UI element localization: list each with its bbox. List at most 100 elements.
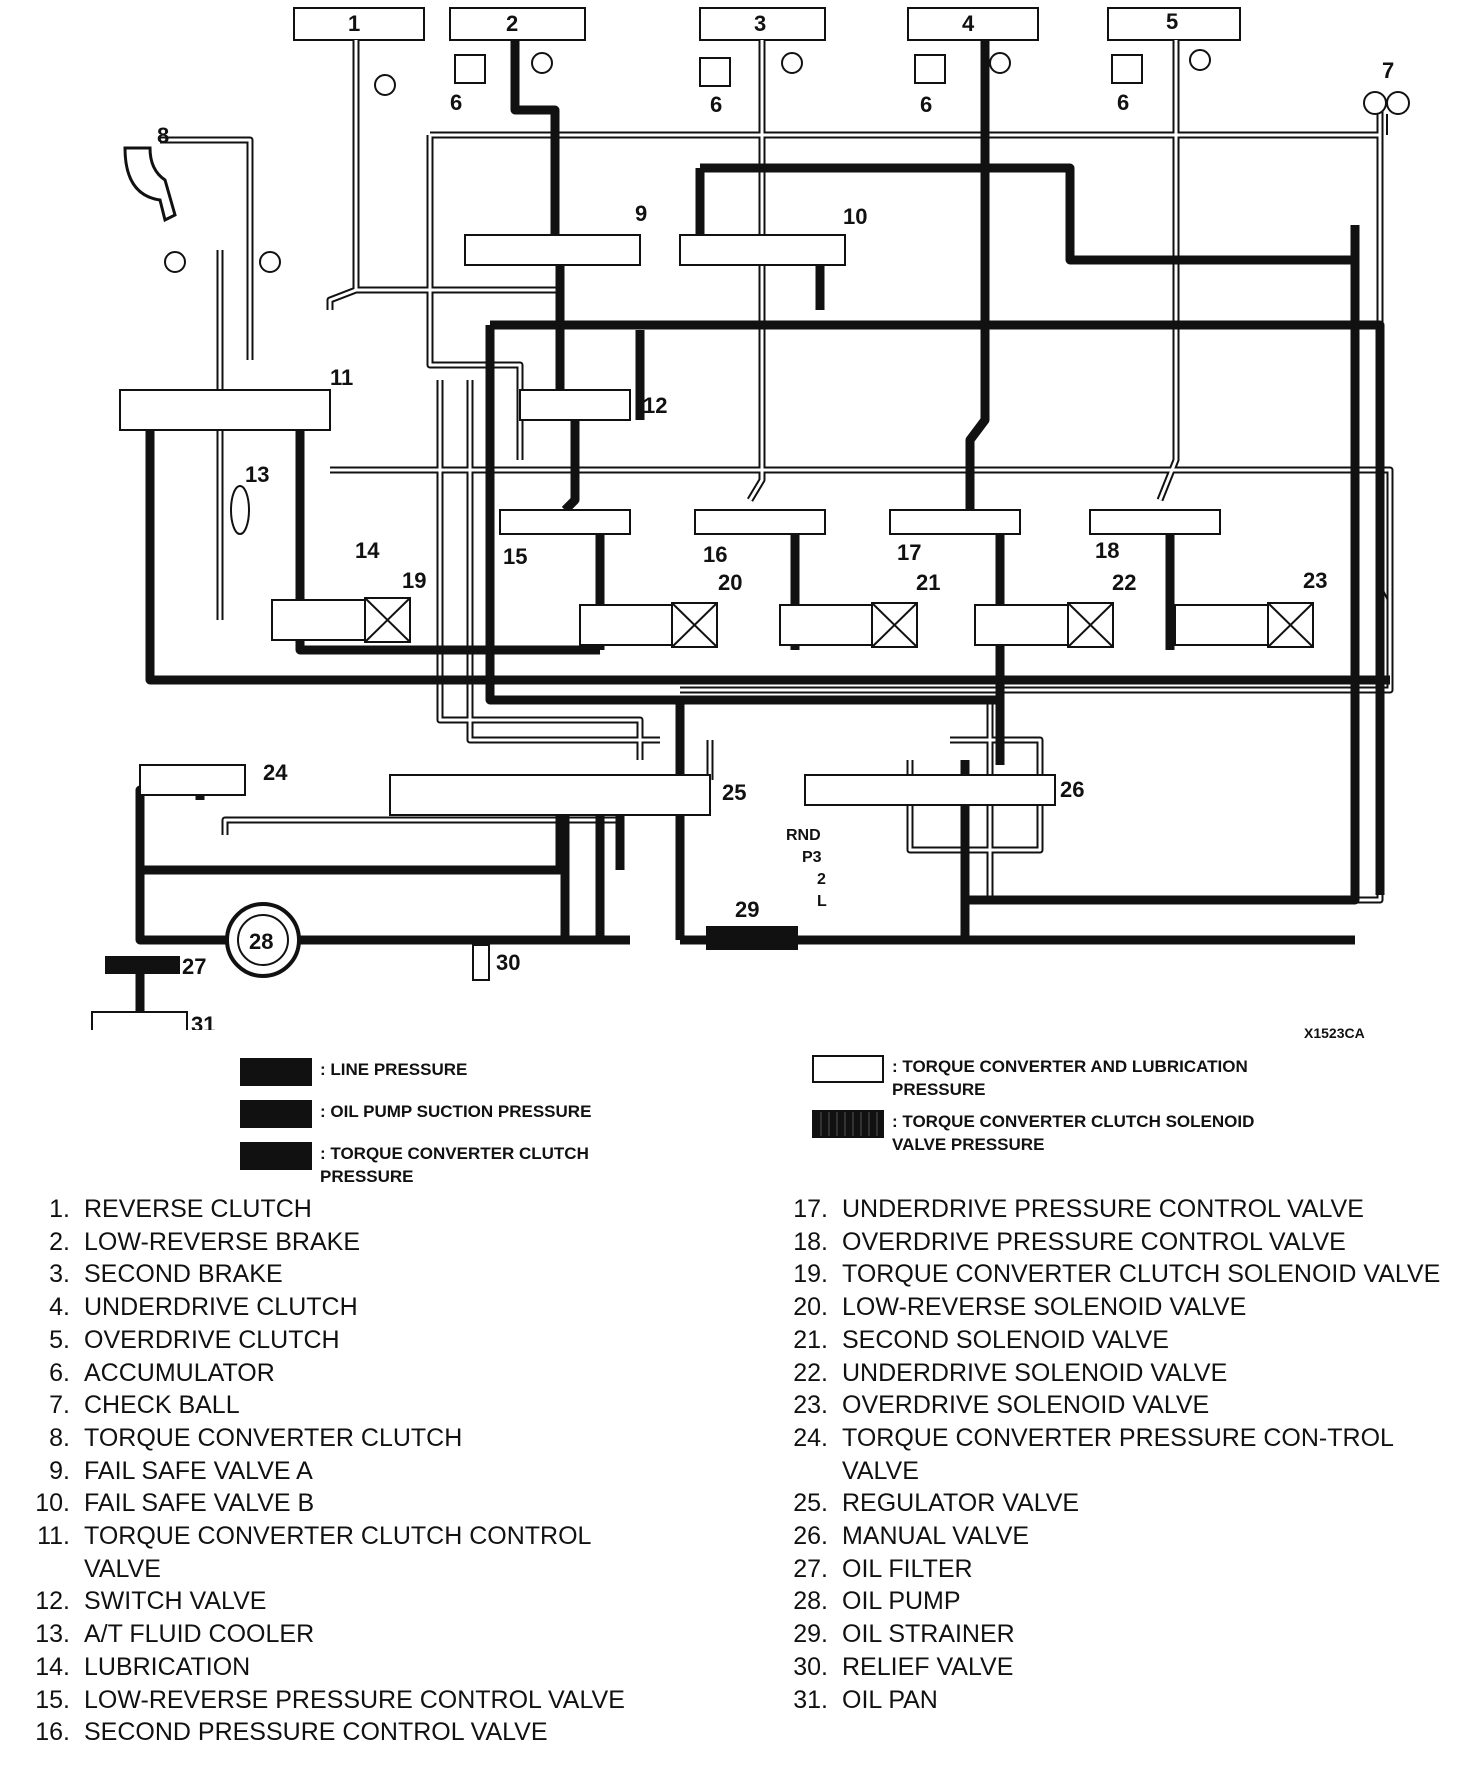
callout-24: 24 bbox=[263, 760, 288, 785]
legend-tc-lubrication: : TORQUE CONVERTER AND LUBRICATION PRESS… bbox=[812, 1055, 1312, 1101]
oil-filter bbox=[105, 956, 180, 974]
box-3-label: 3 bbox=[754, 11, 766, 36]
callout-9: 9 bbox=[635, 201, 647, 226]
box-1-label: 1 bbox=[348, 11, 360, 36]
callout-numbers: 6 6 6 6 7 8 9 10 11 12 13 14 15 16 17 18… bbox=[157, 58, 1394, 1030]
legend-label: : TORQUE CONVERTER CLUTCH SOLENOID VALVE… bbox=[892, 1112, 1255, 1154]
legend-oil-pump-suction: : OIL PUMP SUCTION PRESSURE bbox=[240, 1100, 591, 1128]
range-rnd: RND bbox=[786, 827, 821, 844]
legend-label: : OIL PUMP SUCTION PRESSURE bbox=[320, 1102, 592, 1121]
callout-28: 28 bbox=[249, 929, 273, 954]
callout-6c: 6 bbox=[920, 92, 932, 117]
callout-22: 22 bbox=[1112, 570, 1136, 595]
key-item: 27.OIL FILTER bbox=[793, 1554, 973, 1583]
key-item: 7.CHECK BALL bbox=[49, 1391, 240, 1420]
key-item: 22.UNDERDRIVE SOLENOID VALVE bbox=[793, 1358, 1228, 1387]
legend-swatch bbox=[240, 1100, 312, 1128]
range-markings: RND P3 2 L bbox=[786, 827, 827, 910]
key-item: 19.TORQUE CONVERTER CLUTCH SOLENOID VALV… bbox=[793, 1260, 1441, 1289]
key-item: 4.UNDERDRIVE CLUTCH bbox=[49, 1293, 358, 1322]
torque-converter-clutch bbox=[123, 146, 177, 223]
legend-swatch bbox=[812, 1110, 884, 1138]
key-item: 10.FAIL SAFE VALVE B bbox=[35, 1489, 315, 1518]
key-item: 24.TORQUE CONVERTER PRESSURE CON-TROL VA… bbox=[793, 1423, 1394, 1485]
callout-15: 15 bbox=[503, 544, 527, 569]
valve-25 bbox=[389, 774, 711, 816]
callout-23: 23 bbox=[1303, 568, 1327, 593]
key-item: 31.OIL PAN bbox=[793, 1685, 938, 1714]
relief-valve bbox=[472, 944, 490, 981]
callout-12: 12 bbox=[643, 393, 667, 418]
key-item: 1.REVERSE CLUTCH bbox=[49, 1195, 312, 1223]
callout-13: 13 bbox=[245, 462, 269, 487]
callout-7: 7 bbox=[1382, 58, 1394, 83]
callout-8: 8 bbox=[157, 123, 169, 148]
key-item: 18.OVERDRIVE PRESSURE CONTROL VALVE bbox=[793, 1227, 1346, 1256]
callout-27: 27 bbox=[182, 954, 206, 979]
key-item: 26.MANUAL VALVE bbox=[793, 1522, 1030, 1551]
figure-code: X1523CA bbox=[1304, 1025, 1365, 1041]
check-ball bbox=[1363, 91, 1410, 115]
valve-16 bbox=[694, 509, 826, 535]
oil-strainer bbox=[706, 926, 798, 950]
key-item: 30.RELIEF VALVE bbox=[793, 1652, 1014, 1681]
callout-21: 21 bbox=[916, 570, 940, 595]
legend-line-pressure: : LINE PRESSURE bbox=[240, 1058, 467, 1086]
legend-tcc-solenoid: : TORQUE CONVERTER CLUTCH SOLENOID VALVE… bbox=[812, 1110, 1312, 1156]
fluid-cooler bbox=[230, 485, 250, 535]
valve-18 bbox=[1089, 509, 1221, 535]
callout-16: 16 bbox=[703, 542, 727, 567]
valve-24 bbox=[139, 764, 246, 796]
key-item: 15.LOW-REVERSE PRESSURE CONTROL VALVE bbox=[35, 1685, 625, 1714]
key-item: 21.SECOND SOLENOID VALVE bbox=[793, 1325, 1169, 1354]
callout-18: 18 bbox=[1095, 538, 1119, 563]
callout-14: 14 bbox=[355, 538, 380, 563]
valve-17 bbox=[889, 509, 1021, 535]
accumulators bbox=[454, 54, 1143, 87]
valve-26 bbox=[804, 774, 1056, 806]
callout-26: 26 bbox=[1060, 777, 1084, 802]
range-l: L bbox=[817, 893, 827, 910]
callout-31: 31 bbox=[191, 1012, 215, 1030]
valve-10 bbox=[679, 234, 846, 266]
component-key-right: 17.UNDERDRIVE PRESSURE CONTROL VALVE 18.… bbox=[778, 1193, 1458, 1716]
solenoid-coil-marks bbox=[364, 597, 1314, 648]
valve-9 bbox=[464, 234, 641, 266]
legend-label: : TORQUE CONVERTER AND LUBRICATION PRESS… bbox=[892, 1057, 1248, 1099]
key-item: 17.UNDERDRIVE PRESSURE CONTROL VALVE bbox=[793, 1195, 1364, 1223]
key-item: 13.A/T FLUID COOLER bbox=[35, 1620, 315, 1649]
valve-15 bbox=[499, 509, 631, 535]
oil-pan bbox=[91, 1011, 188, 1030]
key-item: 6.ACCUMULATOR bbox=[49, 1358, 275, 1387]
key-item: 16.SECOND PRESSURE CONTROL VALVE bbox=[35, 1718, 548, 1747]
key-item: 20.LOW-REVERSE SOLENOID VALVE bbox=[793, 1293, 1247, 1322]
key-item: 3.SECOND BRAKE bbox=[49, 1260, 283, 1289]
legend-tcc-pressure: : TORQUE CONVERTER CLUTCH PRESSURE bbox=[240, 1142, 640, 1188]
component-key-left: 1.REVERSE CLUTCH 2.LOW-REVERSE BRAKE 3.S… bbox=[20, 1193, 700, 1749]
key-item: 25.REGULATOR VALVE bbox=[793, 1489, 1080, 1518]
key-item: 28.OIL PUMP bbox=[793, 1587, 961, 1616]
legend-label: : LINE PRESSURE bbox=[320, 1060, 468, 1079]
callout-30: 30 bbox=[496, 950, 520, 975]
key-item: 2.LOW-REVERSE BRAKE bbox=[49, 1227, 361, 1256]
key-item: 29.OIL STRAINER bbox=[793, 1620, 1015, 1649]
box-5-label: 5 bbox=[1166, 9, 1178, 34]
box-2-label: 2 bbox=[506, 11, 518, 36]
callout-17: 17 bbox=[897, 540, 921, 565]
key-item: 9.FAIL SAFE VALVE A bbox=[49, 1456, 313, 1485]
box-4 bbox=[907, 7, 1039, 41]
key-item: 12.SWITCH VALVE bbox=[35, 1587, 267, 1616]
legend-swatch bbox=[812, 1055, 884, 1083]
top-boxes bbox=[293, 7, 1241, 41]
callout-6d: 6 bbox=[1117, 90, 1129, 115]
callout-6a: 6 bbox=[450, 90, 462, 115]
key-item: 14.LUBRICATION bbox=[35, 1652, 251, 1681]
hydraulic-circuit-diagram: 1 2 3 4 5 bbox=[91, 7, 1410, 1030]
callout-6b: 6 bbox=[710, 92, 722, 117]
callout-19: 19 bbox=[402, 568, 426, 593]
key-item: 8.TORQUE CONVERTER CLUTCH bbox=[49, 1423, 463, 1452]
key-item: 23.OVERDRIVE SOLENOID VALVE bbox=[793, 1391, 1210, 1420]
legend-swatch bbox=[240, 1058, 312, 1086]
range-p3: P3 bbox=[802, 849, 822, 866]
callout-20: 20 bbox=[718, 570, 742, 595]
